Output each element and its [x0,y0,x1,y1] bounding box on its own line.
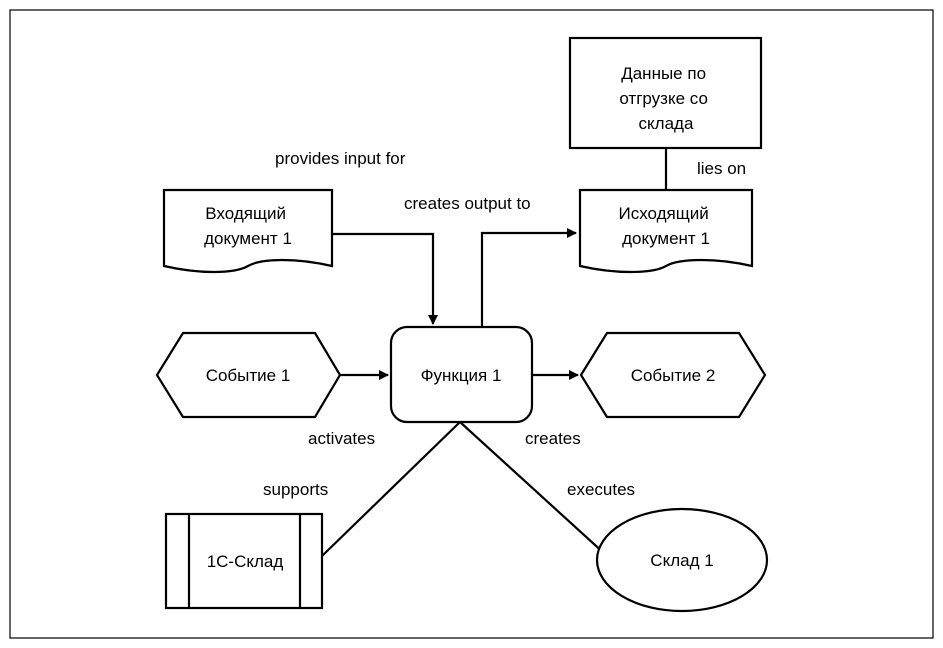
node-input-document[interactable] [162,188,334,274]
connector-function-to-system [321,421,461,557]
node-event-2[interactable] [579,331,767,419]
node-system[interactable] [164,512,324,610]
node-event-1[interactable] [155,331,342,419]
edge-label-supports: supports [263,480,328,499]
input-doc-line-1: Входящий [205,204,286,223]
node-org-unit-label: Склад 1 [650,551,713,570]
edge-label-lies-on: lies on [697,159,746,178]
node-input-document-label: Входящий документ 1 [204,204,292,248]
node-data-box[interactable] [568,36,763,150]
input-doc-line-2: документ 1 [204,229,292,248]
data-box-line-3: склада [639,114,694,133]
edge-label-creates: creates [525,429,581,448]
node-output-document[interactable] [578,188,754,274]
data-box-line-2: отгрузке со [619,89,708,108]
edge-label-creates-output: creates output to [404,194,531,213]
node-function-1[interactable] [389,325,534,424]
diagram-frame [9,9,934,639]
node-function-1-label: Функция 1 [421,366,502,385]
edge-label-provides-input: provides input for [275,149,406,168]
node-output-document-label: Исходящий документ 1 [619,204,714,248]
edge-label-executes: executes [567,480,635,499]
node-system-label: 1С-Склад [207,552,284,571]
data-box-line-1: Данные по [621,64,706,83]
node-event-1-label: Событие 1 [206,366,291,385]
node-org-unit[interactable] [595,507,769,613]
output-doc-line-1: Исходящий [619,204,709,223]
arrow-input-to-function [332,232,438,325]
connector-function-to-org-unit [459,421,607,556]
node-data-box-label: Данные по отгрузке со склада [619,64,712,133]
output-doc-line-2: документ 1 [622,229,710,248]
node-event-2-label: Событие 2 [631,366,716,385]
arrow-function-to-output [480,228,577,327]
edge-label-activates: activates [308,429,375,448]
